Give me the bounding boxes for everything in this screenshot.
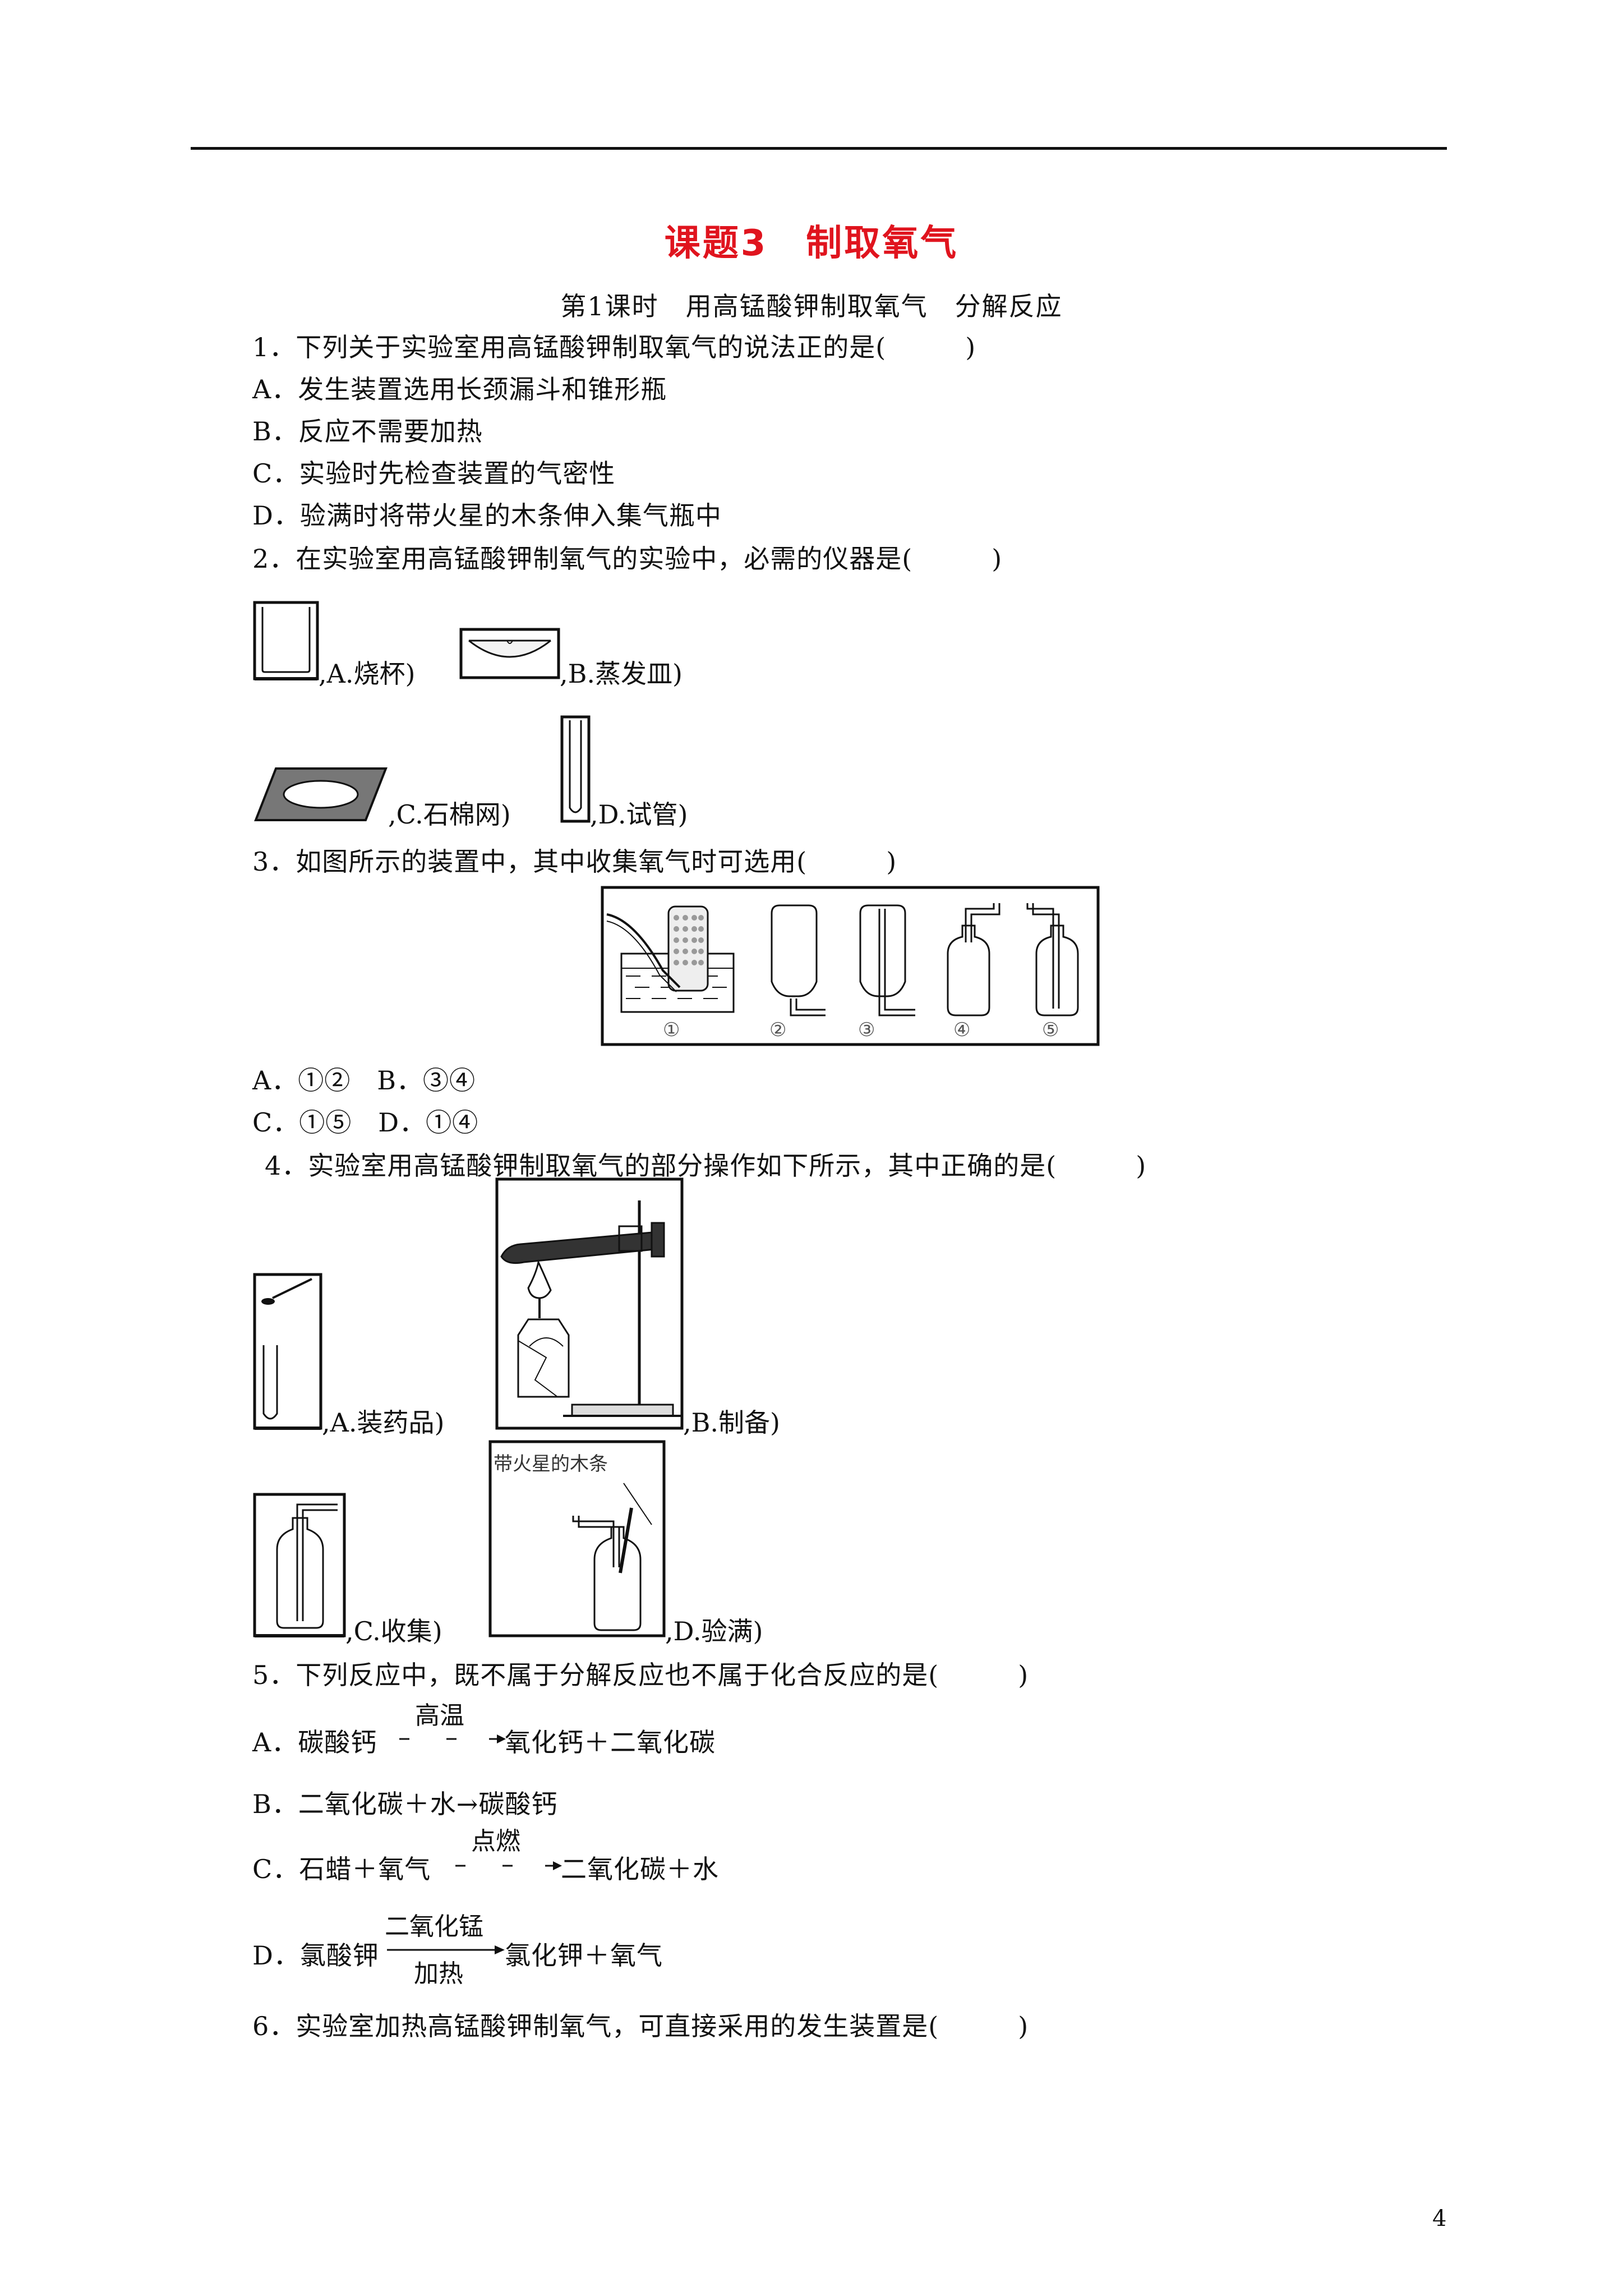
gas-collection-apparatus-figure xyxy=(601,886,1100,1046)
q5-option-d-catalyst: 二氧化锰 xyxy=(385,1912,483,1941)
loading-reagent-image xyxy=(253,1273,322,1430)
q6-stem: 6．实验室加热高锰酸钾制氧气，可直接采用的发生装置是( ) xyxy=(252,2011,1029,2041)
q5-c-arrow xyxy=(455,1861,562,1870)
q5-option-d-left: D．氯酸钾 xyxy=(252,1940,379,1971)
q3-label-1: ① xyxy=(663,1019,680,1041)
heating-setup-image xyxy=(495,1177,684,1430)
q1-option-a: A．发生装置选用长颈漏斗和锥形瓶 xyxy=(252,374,667,404)
q2-option-b-caption: ,B.蒸发皿) xyxy=(560,659,683,689)
q5-a-arrow xyxy=(399,1734,506,1743)
q4-option-a-caption: ,A.装药品) xyxy=(322,1407,445,1438)
q1-stem: 1．下列关于实验室用高锰酸钾制取氧气的说法正的是( ) xyxy=(252,332,976,362)
q5-option-c-left: C．石蜡＋氧气 xyxy=(252,1854,431,1884)
evaporating-dish-image xyxy=(459,628,560,679)
q4-option-d-caption: ,D.验满) xyxy=(665,1616,763,1646)
q5-option-a-right: 氧化钙＋二氧化碳 xyxy=(505,1727,716,1757)
q2-option-c-caption: ,C.石棉网) xyxy=(388,799,511,830)
lesson-title: 课题3 制取氧气 xyxy=(664,223,959,264)
q3-options-cd: C．①⑤ D．①④ xyxy=(252,1107,479,1138)
q2-option-d-caption: ,D.试管) xyxy=(590,799,688,830)
q1-option-b: B．反应不需要加热 xyxy=(252,416,483,447)
asbestos-gauze-image xyxy=(254,767,388,821)
q3-stem: 3．如图所示的装置中，其中收集氧气时可选用( ) xyxy=(252,846,897,877)
q5-option-a-left: A．碳酸钙 xyxy=(252,1727,377,1757)
q5-d-arrow xyxy=(387,1945,505,1954)
q1-option-d: D．验满时将带火星的木条伸入集气瓶中 xyxy=(252,500,722,531)
q1-option-c: C．实验时先检查装置的气密性 xyxy=(252,458,616,489)
q4-option-b-caption: ,B.制备) xyxy=(683,1407,780,1438)
q4-stem: 4．实验室用高锰酸钾制取氧气的部分操作如下所示，其中正确的是( ) xyxy=(265,1151,1147,1181)
q5-stem: 5．下列反应中，既不属于分解反应也不属于化合反应的是( ) xyxy=(252,1660,1029,1690)
beaker-image xyxy=(253,601,319,680)
oxygen-test-image xyxy=(488,1440,666,1637)
q5-option-b: B．二氧化碳＋水→碳酸钙 xyxy=(252,1789,558,1819)
q3-options-ab: A．①② B．③④ xyxy=(252,1065,476,1096)
q3-label-2: ② xyxy=(769,1019,787,1041)
page-number: 4 xyxy=(1432,2206,1447,2231)
q2-option-a-caption: ,A.烧杯) xyxy=(319,659,416,689)
test-tube-image xyxy=(560,715,591,823)
q5-option-c-condition: 点燃 xyxy=(471,1827,520,1856)
q4-d-figure-label: 带火星的木条 xyxy=(494,1453,608,1475)
q3-label-4: ④ xyxy=(953,1019,971,1041)
q5-option-a-condition: 高温 xyxy=(415,1701,464,1730)
q2-stem: 2．在实验室用高锰酸钾制氧气的实验中，必需的仪器是( ) xyxy=(252,544,1003,574)
lesson-subtitle: 第1课时 用高锰酸钾制取氧气 分解反应 xyxy=(560,291,1063,321)
header-rule xyxy=(191,147,1447,150)
q5-option-d-heat: 加热 xyxy=(414,1959,463,1988)
q3-label-5: ⑤ xyxy=(1042,1019,1059,1041)
gas-collection-image xyxy=(253,1493,346,1637)
q5-option-d-right: 氯化钾＋氧气 xyxy=(505,1940,663,1971)
q5-option-c-right: 二氧化碳＋水 xyxy=(561,1854,719,1884)
q4-option-c-caption: ,C.收集) xyxy=(345,1616,442,1646)
q3-label-3: ③ xyxy=(858,1019,875,1041)
